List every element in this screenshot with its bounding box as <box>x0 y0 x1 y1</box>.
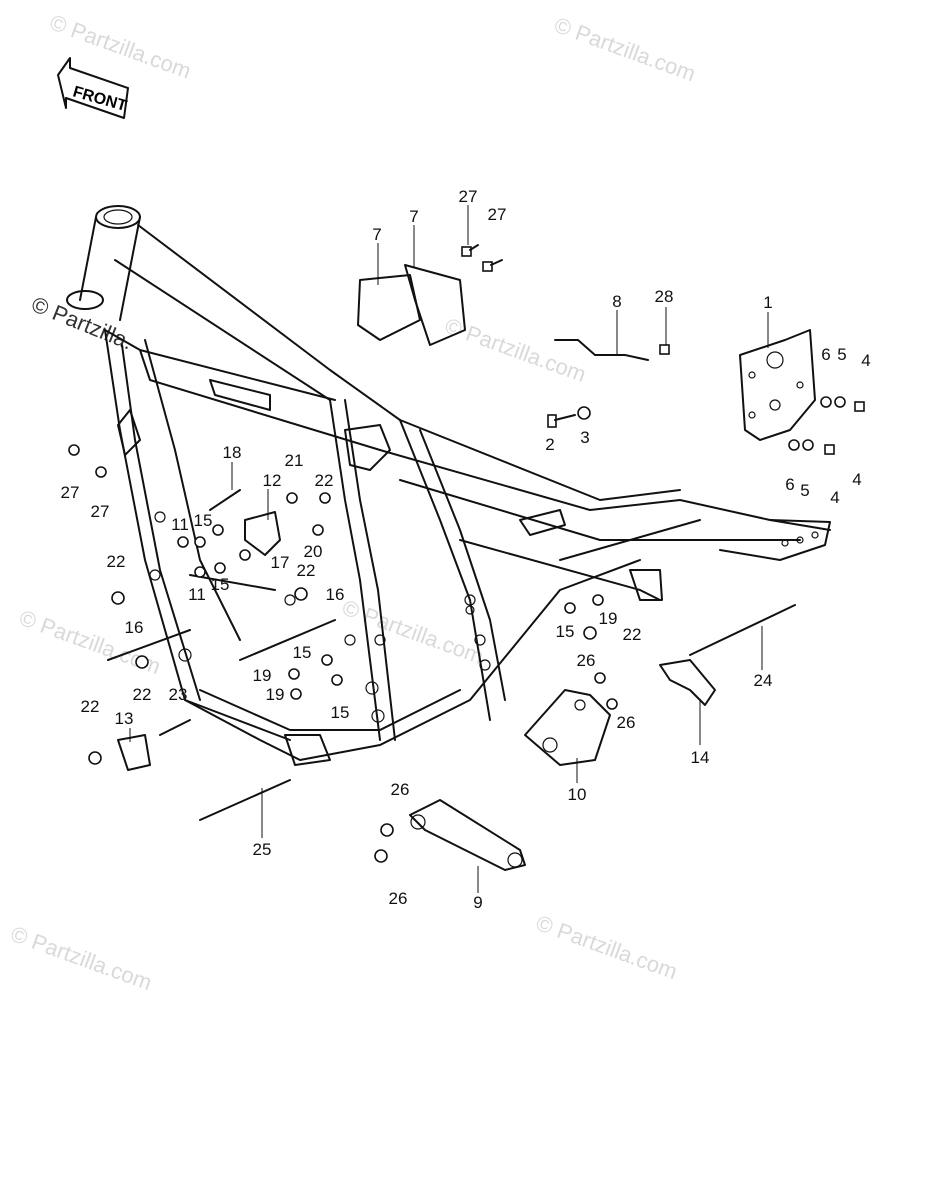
part-plate-13 <box>117 734 151 771</box>
callout-27: 27 <box>61 483 80 502</box>
callout-13: 13 <box>115 709 134 728</box>
callout-20: 20 <box>304 542 323 561</box>
callout-17: 17 <box>271 553 290 572</box>
callout-28: 28 <box>655 287 674 306</box>
callout-4: 4 <box>830 488 839 507</box>
callout-14: 14 <box>691 748 710 767</box>
callout-labels: 1 2 3 4 4 4 5 5 6 6 7 7 8 9 10 11 11 12 … <box>61 187 871 912</box>
callout-19: 19 <box>266 685 285 704</box>
part-hanger-10 <box>524 689 611 766</box>
callout-5: 5 <box>800 481 809 500</box>
callout-27: 27 <box>488 205 507 224</box>
callout-2: 2 <box>545 435 554 454</box>
watermark: © Partzilla.com <box>551 12 699 86</box>
callout-27: 27 <box>459 187 478 206</box>
callout-26: 26 <box>617 713 636 732</box>
callout-5: 5 <box>837 345 846 364</box>
callout-4: 4 <box>852 470 861 489</box>
callout-22: 22 <box>297 561 316 580</box>
part-plate-1 <box>739 329 816 441</box>
front-arrow-icon: FRONT <box>57 57 129 119</box>
callout-3: 3 <box>580 428 589 447</box>
part-plate-12 <box>244 511 281 556</box>
small-hardware <box>68 244 865 863</box>
watermark: © Partzilla.com <box>7 921 155 995</box>
callout-22: 22 <box>133 685 152 704</box>
callout-16: 16 <box>326 585 345 604</box>
watermark: © Partzilla.com <box>533 910 681 984</box>
callout-15: 15 <box>194 511 213 530</box>
callout-18: 18 <box>223 443 242 462</box>
callout-19: 19 <box>253 666 272 685</box>
callout-1: 1 <box>763 293 772 312</box>
part-bracket-7 <box>357 264 466 346</box>
part-bracket-14 <box>659 659 716 706</box>
main-frame <box>66 205 831 766</box>
callout-25: 25 <box>253 840 272 859</box>
callout-24: 24 <box>754 671 773 690</box>
callout-22: 22 <box>81 697 100 716</box>
callout-6: 6 <box>785 475 794 494</box>
callout-22: 22 <box>623 625 642 644</box>
callout-15: 15 <box>211 575 230 594</box>
callout-22: 22 <box>107 552 126 571</box>
callout-11: 11 <box>188 585 206 604</box>
callout-10: 10 <box>568 785 587 804</box>
callout-26: 26 <box>391 780 410 799</box>
callout-22: 22 <box>315 471 334 490</box>
callout-8: 8 <box>612 292 621 311</box>
watermark: © Partzilla.com <box>339 595 487 669</box>
callout-11: 11 <box>171 515 189 534</box>
watermark: © Partzilla.com <box>47 9 195 83</box>
callout-27: 27 <box>91 502 110 521</box>
callout-12: 12 <box>263 471 282 490</box>
callout-15: 15 <box>556 622 575 641</box>
watermarks: © Partzilla.com © Partzilla.com © Partzi… <box>7 9 699 995</box>
callout-26: 26 <box>577 651 596 670</box>
side-watermark: © Partzilla. <box>28 291 136 354</box>
callout-7: 7 <box>372 225 381 244</box>
callout-21: 21 <box>285 451 304 470</box>
callout-16: 16 <box>125 618 144 637</box>
callout-15: 15 <box>331 703 350 722</box>
callout-23: 23 <box>169 685 188 704</box>
callout-6: 6 <box>821 345 830 364</box>
leader-lines <box>129 205 769 893</box>
part-clamp-8 <box>554 339 649 361</box>
callout-26: 26 <box>389 889 408 908</box>
long-bolts <box>107 489 796 821</box>
callout-15: 15 <box>293 643 312 662</box>
callout-7: 7 <box>409 207 418 226</box>
part-hanger-9 <box>409 799 526 871</box>
callout-9: 9 <box>473 893 482 912</box>
callout-4: 4 <box>861 351 870 370</box>
callout-19: 19 <box>599 609 618 628</box>
